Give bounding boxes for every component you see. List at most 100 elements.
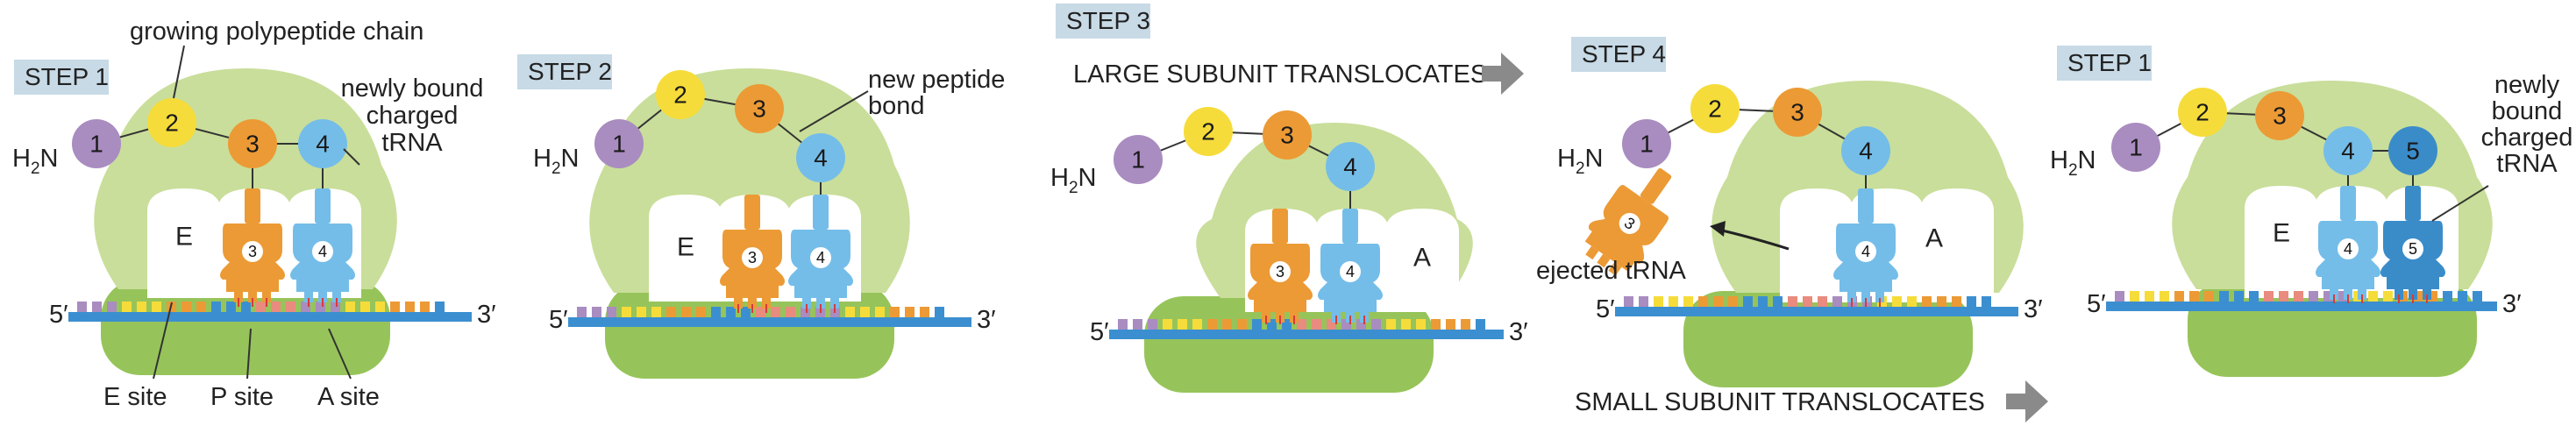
leader-line	[153, 302, 173, 380]
amino-terminus-label: H2N	[1557, 145, 1603, 178]
small-subunit-translocates-label: SMALL SUBUNIT TRANSLOCATES	[1575, 388, 1985, 416]
mrna-base	[2264, 291, 2274, 302]
amino-acid-circle	[1184, 107, 1233, 156]
mrna-base	[1178, 319, 1187, 330]
translocation-arrow	[2006, 380, 2048, 422]
mrna-base	[211, 302, 221, 312]
mrna-base	[2115, 291, 2124, 302]
mrna-base	[1446, 319, 1455, 330]
amino-acid-circle	[2255, 91, 2304, 140]
amino-acid-number: 3	[752, 96, 766, 123]
mrna-base	[316, 302, 325, 312]
mrna-base	[756, 307, 765, 317]
amino-acid-number: 3	[246, 131, 260, 158]
anticodon-base	[1861, 292, 1870, 302]
mrna-base	[1148, 319, 1157, 330]
mrna-base	[181, 302, 191, 312]
trna-number: 4	[1346, 263, 1355, 280]
three-prime-label: 3′	[977, 306, 996, 334]
mrna-base	[2368, 291, 2378, 302]
amino-acid-circle	[1263, 110, 1312, 160]
mrna-base	[1892, 296, 1902, 307]
amino-acid: 1	[1622, 119, 1671, 168]
trna-label-circle	[742, 247, 763, 268]
amino-acid-number: 3	[1280, 122, 1294, 149]
mrna-base	[845, 307, 855, 317]
mrna-base	[592, 307, 601, 317]
amino-acid-circle	[1114, 135, 1163, 184]
amino-acid: 2	[656, 70, 705, 119]
e-site-letter: E	[175, 223, 193, 252]
mrna-base	[1237, 319, 1247, 330]
step-label: STEP 2	[528, 58, 612, 85]
amino-acid-circle	[147, 98, 196, 147]
a-site-slot	[1920, 188, 1994, 302]
mrna-base	[1639, 296, 1648, 307]
mrna-base	[331, 302, 340, 312]
anticodon-base	[318, 292, 327, 302]
amino-acid: 4	[1326, 142, 1375, 191]
trna-label-circle	[1619, 212, 1640, 234]
amino-acid-number: 2	[1708, 96, 1722, 123]
three-prime-label: 3′	[2502, 290, 2522, 318]
mrna-base	[390, 302, 400, 312]
trna-label-circle	[312, 241, 333, 262]
anticodon-base	[1585, 245, 1599, 260]
growing-chain-label: growing polypeptide chain	[130, 18, 423, 46]
anticodon-base	[748, 298, 757, 309]
mrna-base	[2234, 291, 2244, 302]
newly-bound-label-line: charged	[366, 102, 459, 130]
amino-acid: 1	[2111, 123, 2160, 172]
mrna-base	[607, 307, 616, 317]
amino-acid: 4	[2323, 126, 2373, 175]
mrna-backbone	[68, 312, 472, 322]
amino-acid-circle	[2178, 88, 2227, 137]
step-badge: STEP 4	[1571, 37, 1666, 72]
mrna-base	[920, 307, 929, 317]
mrna-strand: 5′3′	[549, 306, 996, 334]
mrna-base	[2130, 291, 2139, 302]
trna-label-circle	[810, 247, 831, 268]
mrna-base	[726, 307, 736, 317]
amino-acid-number: 3	[2273, 103, 2287, 130]
mrna-base	[2279, 291, 2288, 302]
step-badge: STEP 1	[2057, 46, 2152, 81]
mrna-base	[1267, 319, 1277, 330]
amino-terminus-label: H2N	[1050, 164, 1096, 197]
mrna-base	[1192, 319, 1202, 330]
trna-label-circle	[242, 241, 263, 262]
anticodon-base	[262, 292, 271, 302]
p-site-label: P site	[210, 383, 274, 411]
amino-terminus-label: H2N	[12, 145, 58, 178]
mrna-base	[2383, 291, 2393, 302]
trna: 3	[720, 195, 785, 309]
trna: 4	[788, 195, 853, 309]
e-site-slot	[147, 188, 221, 298]
mrna-base	[2323, 291, 2333, 302]
mrna-base	[696, 307, 706, 317]
mrna-base	[1163, 319, 1172, 330]
amino-acid-number: 4	[1343, 153, 1357, 181]
trna: 4	[290, 188, 355, 302]
mrna-base	[1669, 296, 1678, 307]
amino-acid-number: 2	[2195, 99, 2210, 126]
amino-acid: 2	[2178, 88, 2227, 137]
leader-line	[246, 328, 252, 380]
mrna-base	[1952, 296, 1961, 307]
mrna-base	[786, 307, 795, 317]
mrna-base	[2413, 291, 2423, 302]
mrna-base	[1922, 296, 1932, 307]
step-badge-bg	[1571, 37, 1666, 72]
ejected-trna-label: ejected tRNA	[1536, 257, 1687, 285]
mrna-base	[1401, 319, 1411, 330]
anticodon-base	[1608, 261, 1622, 276]
anticodon-base	[734, 298, 743, 309]
mrna-base	[666, 307, 676, 317]
mrna-base	[1252, 319, 1262, 330]
trna-number: 4	[318, 243, 327, 260]
trna-number: 3	[748, 249, 757, 266]
